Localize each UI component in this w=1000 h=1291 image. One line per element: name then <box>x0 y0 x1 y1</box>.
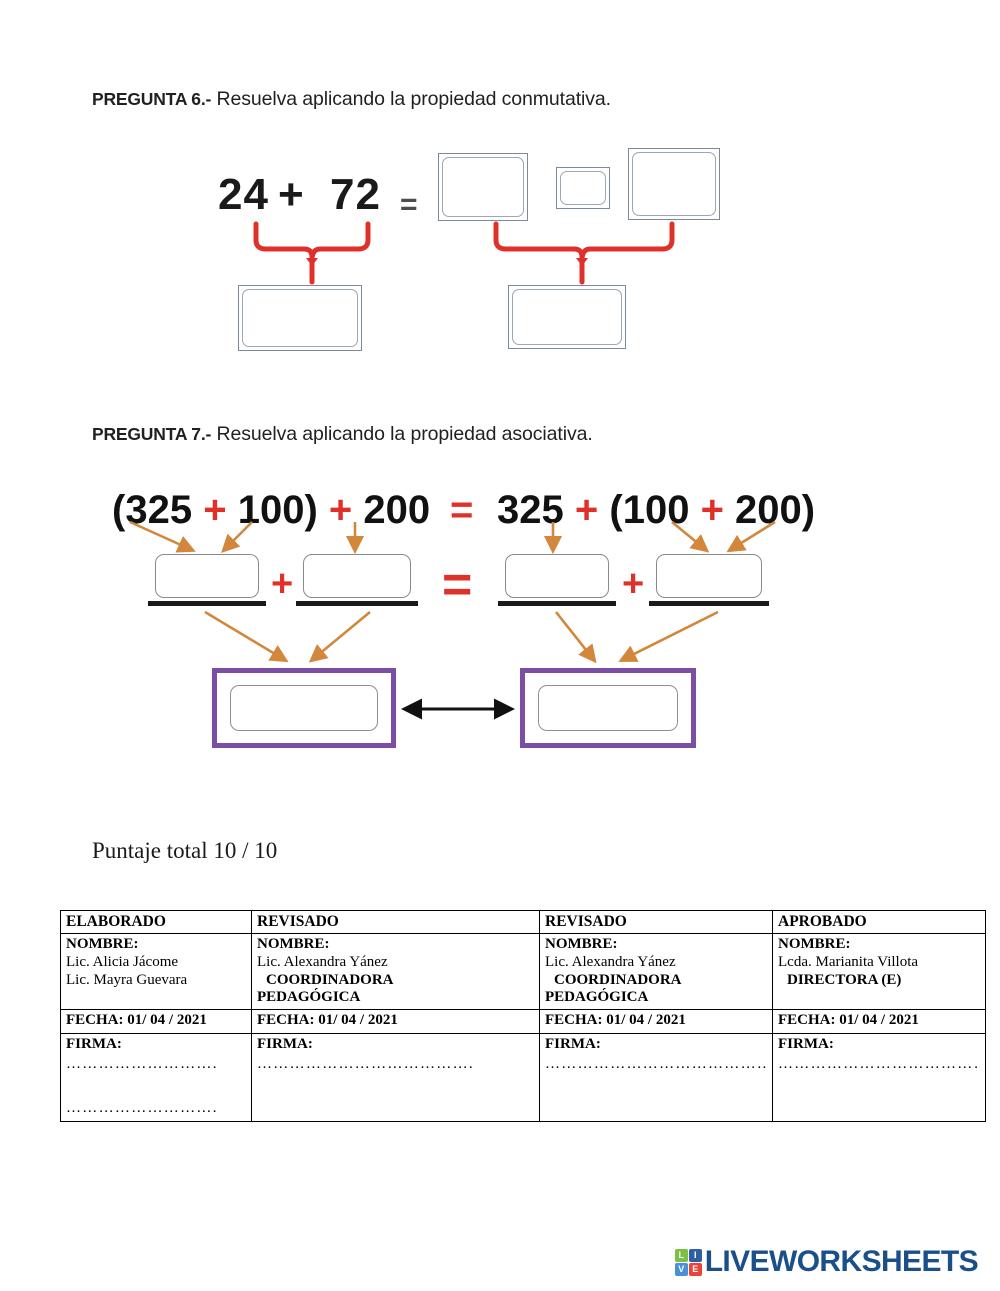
logo-tile-v: V <box>674 1262 688 1276</box>
cell-name-revisado-2: NOMBRE: Lic. Alexandra Yánez COORDINADOR… <box>539 933 773 1011</box>
answer-box-assoc-left-term2[interactable] <box>303 554 411 598</box>
role-3-0: DIRECTORA (E) <box>787 971 902 988</box>
firma-label-3: FIRMA: <box>778 1035 834 1052</box>
firma-dots-0-1: ………………………. <box>66 1100 218 1117</box>
col-header-revisado-2: REVISADO <box>539 909 773 935</box>
fecha-revisado-1: FECHA: 01/ 04 / 2021 <box>251 1009 540 1034</box>
firma-elaborado[interactable]: FIRMA: ………………………. ………………………. <box>60 1032 252 1122</box>
firma-label-0: FIRMA: <box>66 1035 122 1052</box>
q7-expression-left: (325 + 100) + 200 <box>112 488 430 533</box>
firma-label-1: FIRMA: <box>257 1035 313 1052</box>
assoc-left-plus: + <box>271 563 294 605</box>
assoc-middle-equals: = <box>442 556 473 614</box>
assoc-right-total-inner <box>538 685 678 731</box>
person-0-1: Lic. Mayra Guevara <box>66 971 188 988</box>
answer-box-assoc-left-term1[interactable] <box>155 554 259 598</box>
answer-box-commutative-right-operator[interactable] <box>556 167 610 209</box>
fecha-elaborado: FECHA: 01/ 04 / 2021 <box>60 1009 252 1034</box>
role-2-1: PEDAGÓGICA <box>545 989 649 1006</box>
firma-aprobado[interactable]: FIRMA: …………………………………….. <box>772 1032 986 1122</box>
liveworksheets-logo-icon: L I V E <box>674 1248 702 1276</box>
q6-operand-left: 24 <box>218 170 269 219</box>
nombre-label-3: NOMBRE: <box>778 936 851 953</box>
question-7-prompt: Resuelva aplicando la propiedad asociati… <box>216 423 593 445</box>
liveworksheets-logo[interactable]: L I V E LIVEWORKSHEETS <box>674 1245 979 1279</box>
cell-name-elaborado: NOMBRE: Lic. Alicia Jácome Lic. Mayra Gu… <box>60 933 252 1011</box>
logo-tile-i: I <box>688 1248 702 1262</box>
assoc-right-plus: + <box>622 563 645 605</box>
firma-dots-3-0: …………………………………….. <box>778 1056 980 1073</box>
assoc-right-term2-underline <box>649 601 769 606</box>
answer-box-assoc-left-total[interactable] <box>212 668 396 748</box>
question-6-diagram: 24 + 72 = <box>0 140 1000 380</box>
q7-expr-right-text: 325 + (100 + 200) <box>497 488 816 532</box>
q6-operator: + <box>278 170 305 219</box>
q7-expression-right: 325 + (100 + 200) <box>497 488 815 533</box>
nombre-label-0: NOMBRE: <box>66 936 139 953</box>
cell-name-aprobado: NOMBRE: Lcda. Marianita Villota DIRECTOR… <box>772 933 986 1011</box>
col-header-elaborado: ELABORADO <box>60 909 252 935</box>
person-3-0: Lcda. Marianita Villota <box>778 953 919 970</box>
q6-operand-right: 72 <box>330 170 381 219</box>
role-1-1: PEDAGÓGICA <box>257 989 361 1006</box>
fecha-revisado-2: FECHA: 01/ 04 / 2021 <box>539 1009 773 1034</box>
answer-box-assoc-right-term1[interactable] <box>505 554 609 598</box>
nombre-label-1: NOMBRE: <box>257 936 330 953</box>
cell-name-revisado-1: NOMBRE: Lic. Alexandra Yánez COORDINADOR… <box>251 933 540 1011</box>
col-header-aprobado: APROBADO <box>772 909 986 935</box>
table-row-names: NOMBRE: Lic. Alicia Jácome Lic. Mayra Gu… <box>60 933 986 1011</box>
total-score: Puntaje total 10 / 10 <box>92 838 278 863</box>
table-row-firma: FIRMA: ………………………. ………………………. FIRMA: …………… <box>60 1032 986 1122</box>
assoc-left-term2-underline <box>296 601 418 606</box>
col-header-revisado-1: REVISADO <box>251 909 540 935</box>
person-0-0: Lic. Alicia Jácome <box>66 953 179 970</box>
nombre-label-2: NOMBRE: <box>545 936 618 953</box>
signature-table: ELABORADO REVISADO REVISADO APROBADO NOM… <box>60 909 986 1122</box>
q6-brace-right <box>490 221 678 286</box>
answer-box-commutative-result-left[interactable] <box>238 285 362 351</box>
table-row-fecha: FECHA: 01/ 04 / 2021 FECHA: 01/ 04 / 202… <box>60 1009 986 1034</box>
assoc-left-term1-underline <box>148 601 266 606</box>
firma-dots-2-0: …………………………………….. <box>545 1056 767 1073</box>
firma-revisado-2[interactable]: FIRMA: …………………………………….. <box>539 1032 773 1122</box>
person-1-0: Lic. Alexandra Yánez <box>257 953 388 970</box>
question-7-diagram: (325 + 100) + 200 = 325 + (100 + 200) + … <box>0 470 1000 800</box>
role-2-0: COORDINADORA <box>554 971 682 988</box>
question-6-label: PREGUNTA 6.- <box>92 89 212 109</box>
table-row-headers: ELABORADO REVISADO REVISADO APROBADO <box>60 909 986 935</box>
q6-brace-left <box>250 221 374 286</box>
q7-expr-left-text: (325 + 100) + 200 <box>112 488 431 532</box>
answer-box-commutative-result-right[interactable] <box>508 285 626 349</box>
firma-label-2: FIRMA: <box>545 1035 601 1052</box>
answer-box-assoc-right-term2[interactable] <box>656 554 762 598</box>
question-6-heading: PREGUNTA 6.- Resuelva aplicando la propi… <box>92 88 611 111</box>
firma-revisado-1[interactable]: FIRMA: …………………………………. <box>251 1032 540 1122</box>
logo-tile-e: E <box>688 1262 702 1276</box>
assoc-right-term1-underline <box>498 601 616 606</box>
assoc-left-total-inner <box>230 685 378 731</box>
logo-tile-l: L <box>674 1248 688 1262</box>
firma-dots-1-0: …………………………………. <box>257 1056 474 1073</box>
liveworksheets-brand-text: LIVEWORKSHEETS <box>704 1245 979 1278</box>
q7-expression-equals: = <box>450 488 474 532</box>
question-7-heading: PREGUNTA 7.- Resuelva aplicando la propi… <box>92 423 593 446</box>
answer-box-assoc-right-total[interactable] <box>520 668 696 748</box>
firma-dots-0-0: ………………………. <box>66 1056 218 1073</box>
answer-box-commutative-right-second[interactable] <box>628 148 720 220</box>
q6-equals: = <box>400 188 418 221</box>
person-2-0: Lic. Alexandra Yánez <box>545 953 676 970</box>
question-6-prompt: Resuelva aplicando la propiedad conmutat… <box>216 88 611 110</box>
role-1-0: COORDINADORA <box>266 971 394 988</box>
question-7-label: PREGUNTA 7.- <box>92 424 212 444</box>
answer-box-commutative-right-first[interactable] <box>438 153 528 221</box>
fecha-aprobado: FECHA: 01/ 04 / 2021 <box>772 1009 986 1034</box>
